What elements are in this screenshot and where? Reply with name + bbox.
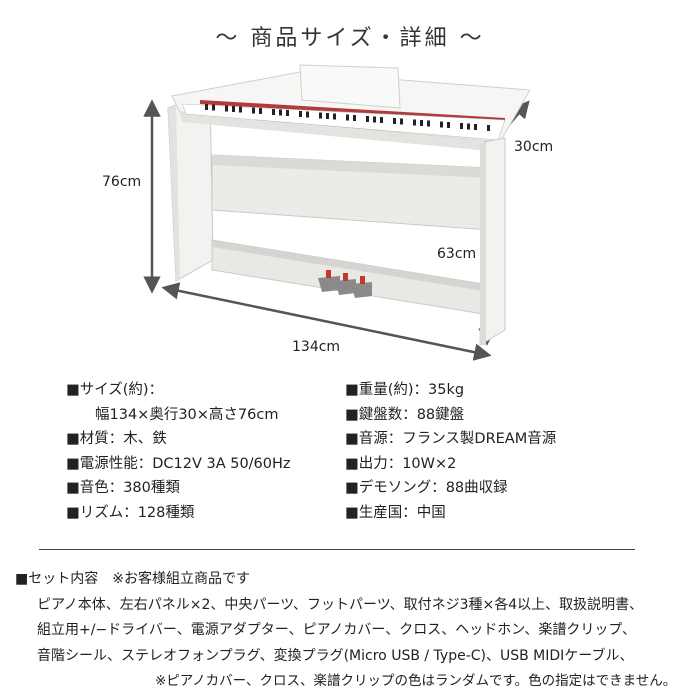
spec-material: ■材質：木、鉄 [66,431,167,447]
spec-tones: ■音色：380種類 [66,480,180,496]
music-stand [299,64,401,109]
set-heading: ■セット内容 ※お客様組立商品です [15,571,250,587]
spec-column-right: ■重量(約)：35kg ■鍵盤数：88鍵盤 ■音源：フランス製DREAM音源 ■… [345,378,645,525]
spec-weight: ■重量(約)：35kg [345,382,465,398]
set-line: 組立用+/−ドライバー、電源アダプター、ピアノカバー、クロス、ヘッドホン、楽譜ク… [37,622,636,638]
spec-demo-songs: ■デモソング：88曲収録 [345,480,508,496]
spec-rhythms: ■リズム：128種類 [66,504,195,521]
piano-diagram [143,64,531,361]
spec-output: ■出力：10W×2 [345,455,457,472]
width-arrow [161,282,492,361]
width-label: 134cm [292,339,341,355]
depth-label: 30cm [514,139,554,155]
set-line: ピアノ本体、左右パネル×2、中央パーツ、フットパーツ、取付ネジ3種×各4以上、取… [37,596,644,613]
spec-column-left: ■サイズ(約)： 幅134×奥行30×高さ76cm ■材質：木、鉄 ■電源性能：… [66,378,336,525]
spec-sound-source: ■音源：フランス製DREAM音源 [345,431,557,447]
spec-size: ■サイズ(約)： [66,382,164,398]
page-title: 〜 商品サイズ・詳細 〜 [215,26,485,51]
set-line: 音階シール、ステレオフォンプラグ、変換プラグ(Micro USB / Type-… [37,647,634,664]
height-label: 76cm [102,174,142,190]
set-note: ※ピアノカバー、クロス、楽譜クリップの色はランダムです。色の指定はできません。 [155,673,677,689]
set-contents: ■セット内容 ※お客様組立商品です ピアノ本体、左右パネル×2、中央パーツ、フッ… [15,567,695,695]
divider [39,549,635,550]
spec-power: ■電源性能：DC12V 3A 50/60Hz [66,455,291,472]
spec-size-value: 幅134×奥行30×高さ76cm [95,406,279,423]
spec-keys: ■鍵盤数：88鍵盤 [345,406,465,423]
pedal-height-label: 63cm [437,246,477,262]
black-keys [205,104,490,131]
pedals [318,270,372,298]
spec-origin: ■生産国：中国 [345,504,446,521]
